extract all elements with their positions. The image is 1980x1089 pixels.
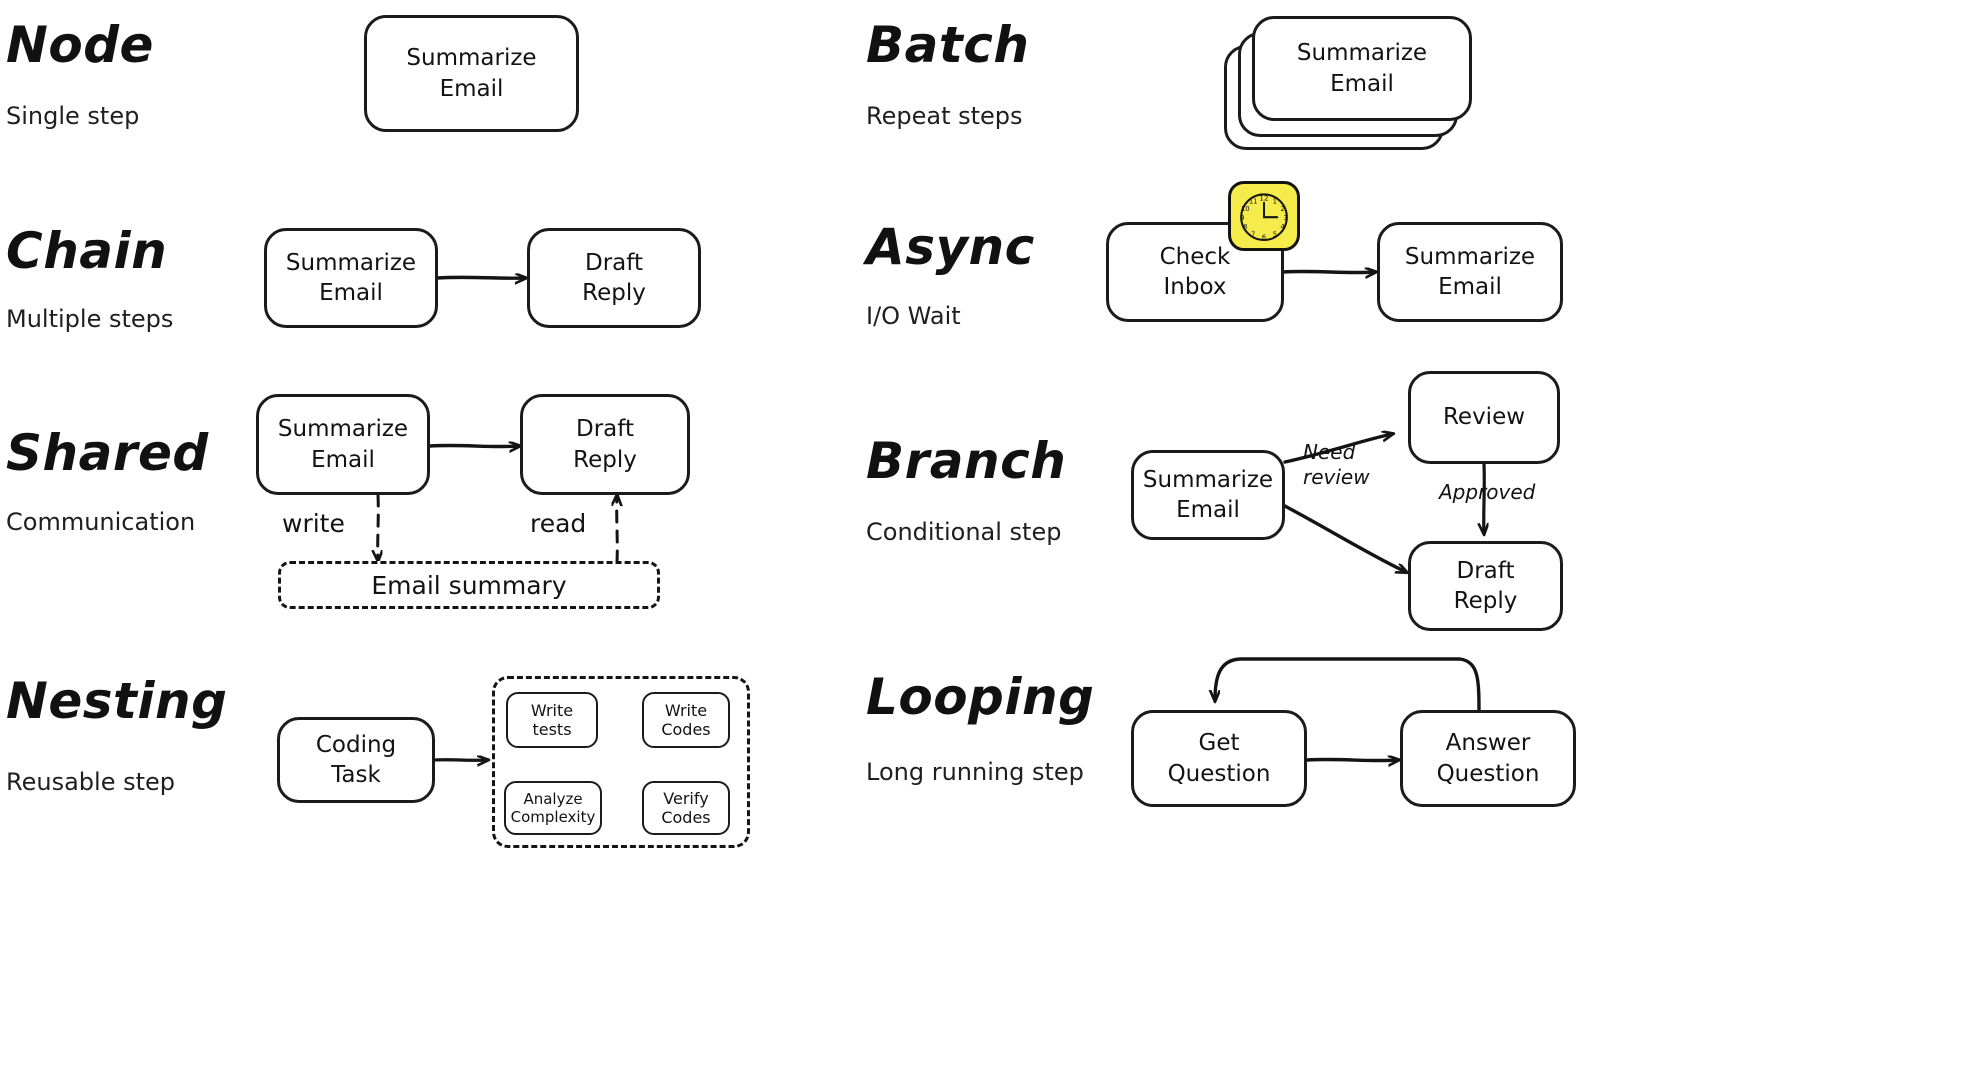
section-title-chain: Chain [6,222,168,280]
section-subtitle-async: I/O Wait [866,302,961,330]
svg-text:5: 5 [1273,230,1277,238]
chain-edge-1 [435,277,525,278]
shared-edge-1 [428,445,519,446]
section-title-branch: Branch [866,432,1067,490]
branch-edge-direct [1281,503,1406,572]
svg-text:11: 11 [1249,197,1257,205]
svg-text:6: 6 [1262,233,1266,241]
branch-edge-need-review [1283,434,1392,464]
svg-text:9: 9 [1240,214,1244,222]
svg-text:8: 8 [1243,223,1247,231]
async-edge-1 [1281,271,1375,272]
section-subtitle-looping: Long running step [866,758,1084,786]
shared-read-edge [617,496,618,564]
svg-text:12: 12 [1259,193,1268,202]
shared-edge-label-write: write [282,509,345,538]
svg-text:1: 1 [1273,197,1277,205]
section-subtitle-branch: Conditional step [866,518,1062,546]
section-title-batch: Batch [866,16,1030,74]
svg-text:4: 4 [1280,223,1284,231]
shared-write-edge [378,493,379,560]
svg-text:2: 2 [1280,205,1284,213]
section-title-node: Node [6,16,154,74]
section-subtitle-shared: Communication [6,508,196,536]
branch-edge-approved [1484,462,1485,533]
branch-edge-label-approved: Approved [1439,480,1536,504]
svg-text:3: 3 [1283,214,1287,222]
section-title-async: Async [866,218,1035,276]
shared-edge-label-read: read [530,509,587,538]
section-title-nesting: Nesting [6,672,228,730]
nesting-edge-in [432,760,487,761]
looping-edge-forward [1305,759,1398,760]
svg-text:7: 7 [1251,230,1255,238]
store-label: Email summary [371,570,567,600]
node-label: Review [1442,404,1526,431]
branch-node-review[interactable]: Review [1408,371,1560,464]
svg-text:10: 10 [1241,205,1249,213]
section-title-looping: Looping [866,668,1095,726]
section-title-shared: Shared [6,424,209,482]
section-subtitle-nesting: Reusable step [6,768,175,796]
clock-icon: 12 1 2 3 4 5 6 7 8 9 10 11 [1228,181,1300,251]
shared-store-email-summary[interactable]: Email summary [278,561,660,609]
section-subtitle-chain: Multiple steps [6,305,174,333]
section-subtitle-batch: Repeat steps [866,102,1023,130]
looping-edge-back [1215,657,1481,717]
section-subtitle-node: Single step [6,102,140,130]
